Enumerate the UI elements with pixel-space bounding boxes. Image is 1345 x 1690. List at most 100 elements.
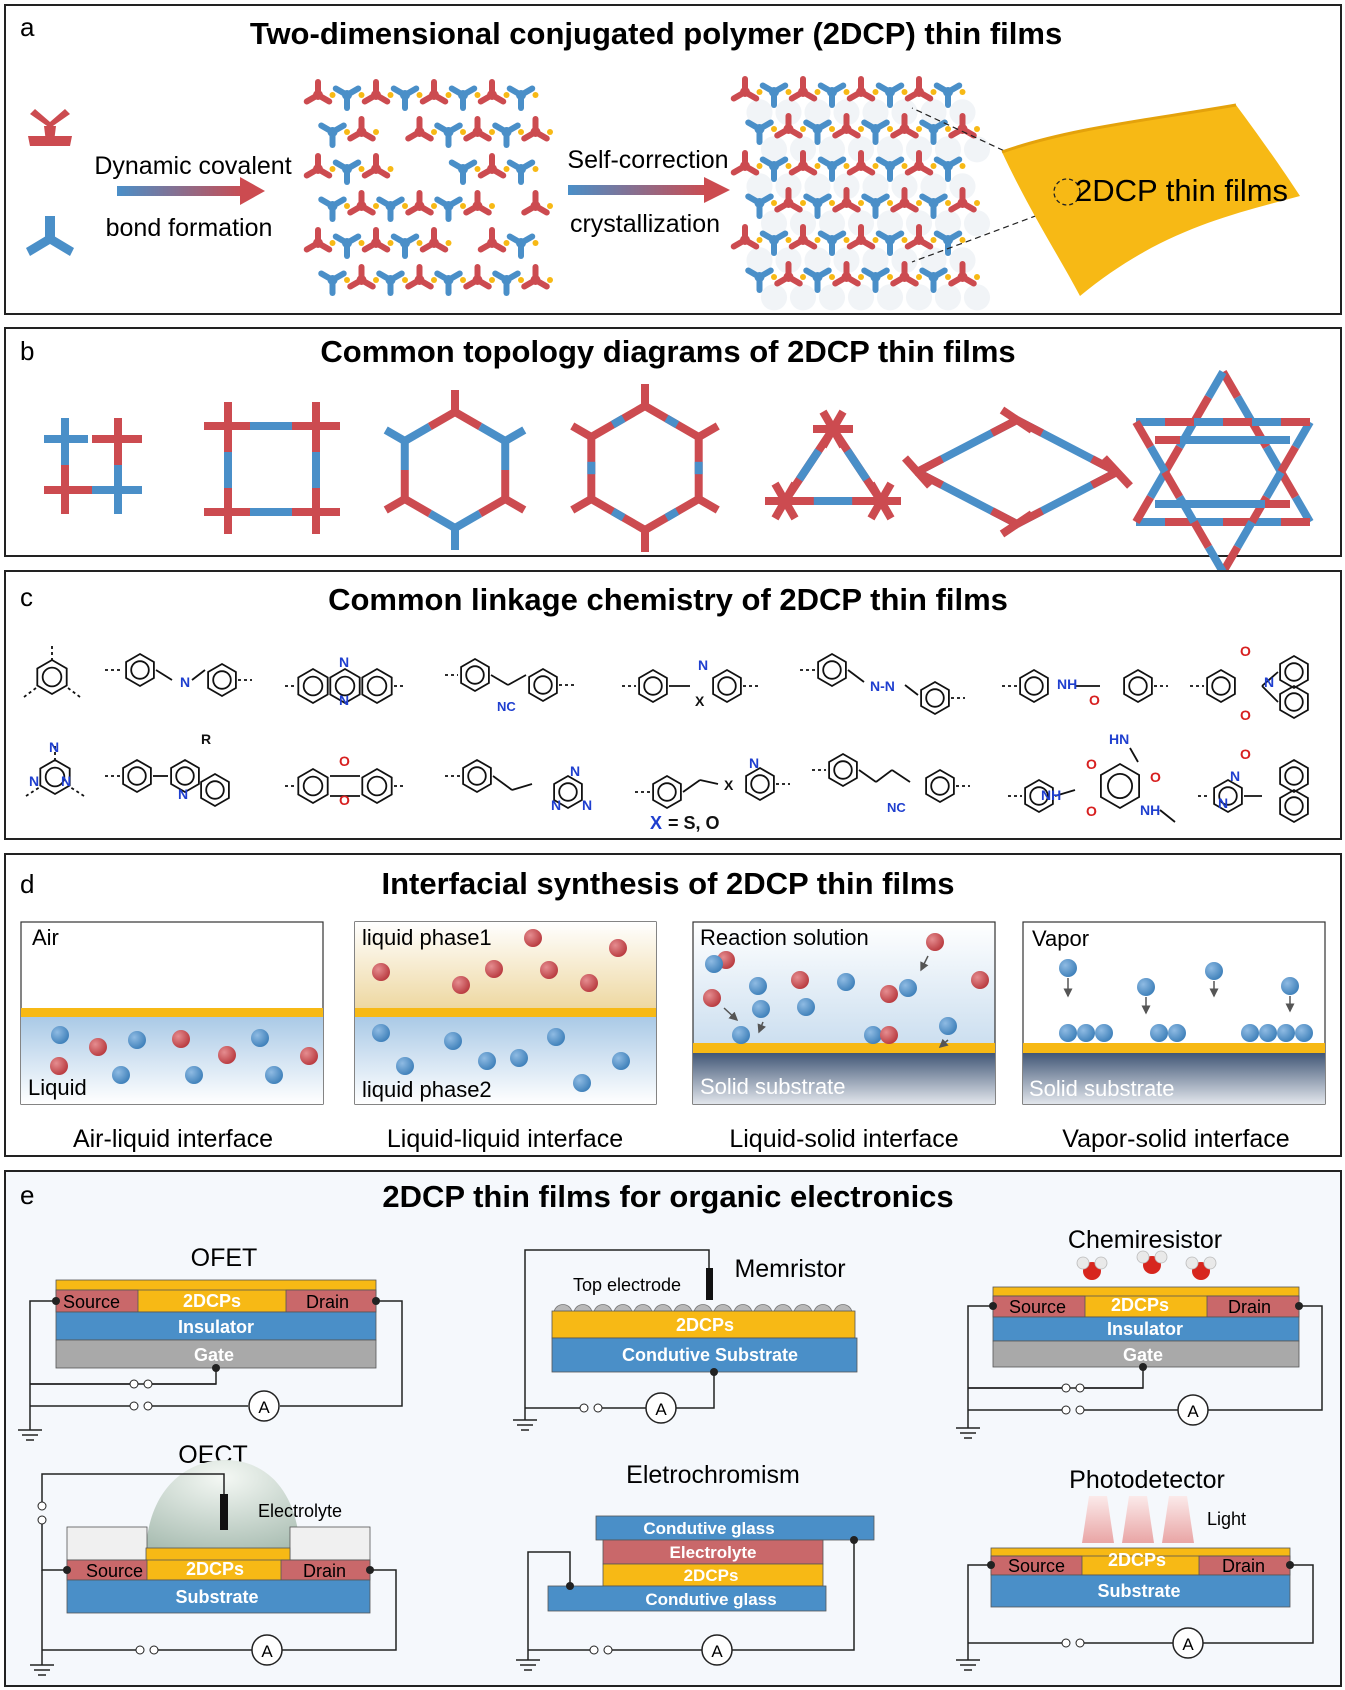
red-monomer: [540, 961, 558, 979]
oect-ammeter-label: A: [261, 1642, 273, 1661]
atom-n-vinyl-benzazole: N: [749, 755, 759, 771]
linkage-dot: [800, 274, 806, 280]
linkage-dot: [829, 126, 835, 132]
red-monomer: [372, 963, 390, 981]
atom-n-phenazine-bottom: N: [339, 692, 349, 708]
atom-x-vinyl-benzazole: X: [724, 777, 734, 793]
pd-ammeter-label: A: [1182, 1635, 1194, 1654]
air-label: Air: [32, 925, 59, 950]
linkage-dot: [901, 163, 908, 169]
benzene-ring: [528, 667, 558, 703]
linkage-dot: [800, 126, 806, 132]
linkage-dot: [532, 92, 539, 98]
red-monomer: [926, 933, 944, 951]
lattice-node: [458, 164, 468, 174]
benzene-ring: [460, 657, 490, 693]
linkage-dot: [959, 237, 966, 243]
reaction-solution-label: Reaction solution: [700, 925, 869, 950]
aromatic-circle: [302, 775, 324, 797]
topology-edge: [402, 423, 432, 445]
atom-n-phenazine-top: N: [339, 654, 349, 670]
atom-o-imide-top: O: [1240, 643, 1251, 659]
film-layer: [1023, 1043, 1325, 1053]
red-monomer: [50, 1057, 68, 1075]
linkage-dot: [829, 200, 835, 206]
step1-arrow-head-icon: [240, 177, 265, 205]
lattice-node: [429, 238, 439, 248]
pore-halo: [934, 284, 962, 311]
pore-halo: [789, 136, 817, 163]
electrochromism-title: Eletrochromism: [626, 1461, 800, 1489]
aromatic-circle: [643, 676, 663, 696]
pore-halo: [963, 284, 991, 311]
benzene-ring: [652, 774, 682, 810]
linkage-dot: [930, 237, 937, 243]
red-monomer: [485, 960, 503, 978]
topology-sql-small: [44, 418, 142, 514]
atom-n-benzimid-1: N: [1230, 768, 1240, 784]
topology-edge: [999, 510, 1035, 538]
linkage-dot: [416, 240, 423, 246]
pore-halo: [818, 136, 846, 163]
kagome-edge: [1190, 519, 1212, 550]
linkage-dot: [358, 166, 365, 172]
atom-r-quinoline: R: [201, 731, 211, 747]
amorphous-network: [303, 79, 553, 296]
panel-e: e 2DCP thin films for organic electronic…: [4, 1170, 1342, 1687]
bond: [875, 769, 893, 783]
lattice-node: [342, 164, 352, 174]
pore-halo: [963, 136, 991, 163]
linkage-dot: [503, 240, 510, 246]
linkage-dot: [829, 274, 835, 280]
topology-edge: [453, 408, 483, 430]
kagome-edge: [1161, 469, 1183, 500]
lattice-node: [327, 275, 338, 285]
lattice-node: [530, 201, 541, 211]
linkage-dot: [974, 200, 980, 206]
linkage-dot: [930, 163, 937, 169]
linkage-dot: [518, 277, 524, 283]
pd-source: Source: [1008, 1556, 1065, 1576]
bond: [23, 687, 37, 698]
pore-halo: [963, 210, 991, 237]
lattice-node: [928, 198, 939, 208]
lattice-node: [313, 164, 323, 174]
bond: [191, 669, 206, 681]
red-monomer: [609, 939, 627, 957]
aromatic-circle: [533, 675, 553, 695]
red-monomer: [89, 1038, 107, 1056]
panel-b-label: b: [20, 336, 34, 366]
lattice-node: [443, 275, 454, 285]
blue-monomer: [1168, 1024, 1186, 1042]
pore-halo: [905, 284, 933, 311]
blue-monomer: [396, 1057, 414, 1075]
pore-halo: [833, 247, 860, 274]
triazine-ring: [39, 758, 71, 796]
linkage-dot: [329, 166, 336, 172]
linkage-dot: [843, 237, 850, 243]
aromatic-circle: [822, 660, 842, 680]
linkage-dot: [785, 163, 792, 169]
blue-monomer: [1259, 1024, 1277, 1042]
lattice-node: [769, 235, 779, 245]
ofet-device: OFET Source 2DCPs Drain Insulator Gate A: [18, 1244, 403, 1441]
pore-halo: [949, 173, 976, 200]
linkage-dot: [887, 200, 893, 206]
pore-halo: [789, 210, 817, 237]
kagome-edge: [1190, 394, 1212, 425]
linkage-dot: [916, 126, 922, 132]
benzene-ring: [207, 662, 237, 698]
ec-film: 2DCPs: [684, 1566, 739, 1585]
pore-halo: [905, 210, 933, 237]
linkage-dot: [489, 129, 495, 135]
red-monomer: [524, 929, 542, 947]
aromatic-circle: [1029, 786, 1049, 806]
ammeter-icon: [1177, 1394, 1209, 1426]
topology-edge: [478, 495, 508, 517]
pore-halo: [891, 173, 918, 200]
linkage-dot: [887, 274, 893, 280]
red-monomer: [300, 1047, 318, 1065]
pore-halo: [862, 173, 889, 200]
lattice-node: [827, 161, 837, 171]
topology-edge: [383, 495, 407, 514]
